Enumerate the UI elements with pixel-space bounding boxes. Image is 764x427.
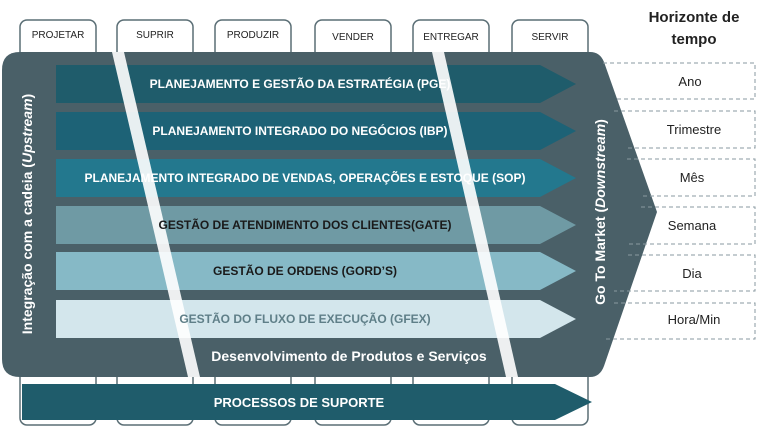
diagonal-stripe-left [112, 52, 200, 377]
downstream-label: Go To Market (Downstream) [592, 119, 608, 305]
horizon-frame-mes [627, 158, 756, 197]
diagonal-stripe-right [432, 52, 518, 377]
horizon-title-line1: Horizonte de [649, 9, 740, 26]
row-label-ibp: PLANEJAMENTO INTEGRADO DO NEGÓCIOS (IBP) [152, 123, 447, 138]
upstream-label-italic: Upstream [19, 98, 35, 163]
horizon-frames [603, 62, 756, 340]
horizon-item-trimestre: Trimestre [667, 122, 721, 137]
horizon-item-ano: Ano [678, 74, 701, 89]
horizon-frame-dia [614, 254, 756, 292]
diagonal-stripes [112, 52, 518, 377]
downstream-label-suffix: ) [592, 119, 608, 124]
horizon-frame-ano [603, 62, 756, 100]
horizon-item-dia: Dia [682, 266, 702, 281]
horizon-item-semana: Semana [668, 218, 717, 233]
row-arrows [56, 65, 576, 338]
row-label-gfex: GESTÃO DO FLUXO DE EXECUÇÃO (GFEX) [179, 311, 430, 326]
support-arrow [22, 384, 592, 420]
row-label-gords: GESTÃO DE ORDENS (GORD’S) [213, 263, 397, 278]
phase-label-produzir: PRODUZIR [227, 30, 279, 41]
row-arrow-gords [56, 252, 576, 290]
phase-label-servir: SERVIR [531, 32, 568, 43]
upstream-label-prefix: Integração com a cadeia ( [19, 163, 35, 335]
row-label-gate: GESTÃO DE ATENDIMENTO DOS CLIENTES(GATE) [159, 217, 452, 232]
row-arrow-gate [56, 206, 576, 244]
row-label-pge: PLANEJAMENTO E GESTÃO DA ESTRATÉGIA (PGE… [150, 76, 451, 91]
upstream-label-suffix: ) [19, 94, 35, 99]
phase-label-vender: VENDER [332, 32, 374, 43]
row-label-sop: PLANEJAMENTO INTEGRADO DE VENDAS, OPERAÇ… [85, 170, 526, 185]
horizon-item-hora: Hora/Min [668, 312, 721, 327]
downstream-label-prefix: Go To Market ( [592, 208, 608, 305]
phase-label-entregar: ENTREGAR [423, 32, 479, 43]
development-label: Desenvolvimento de Produtos e Serviços [211, 348, 487, 364]
row-arrow-sop [56, 159, 576, 197]
horizon-frame-trimestre [614, 110, 756, 149]
phase-label-suprir: SUPRIR [136, 30, 174, 41]
row-arrow-ibp [56, 112, 576, 150]
horizon-frame-hora [604, 302, 756, 340]
upstream-label: Integração com a cadeia (Upstream) [19, 94, 35, 334]
horizon-frame-semana [628, 206, 756, 245]
phase-label-projetar: PROJETAR [32, 30, 85, 41]
horizon-item-mes: Mês [680, 170, 705, 185]
support-label: PROCESSOS DE SUPORTE [214, 395, 385, 410]
downstream-label-italic: Downstream [592, 124, 608, 208]
horizon-title-line2: tempo [672, 31, 717, 48]
